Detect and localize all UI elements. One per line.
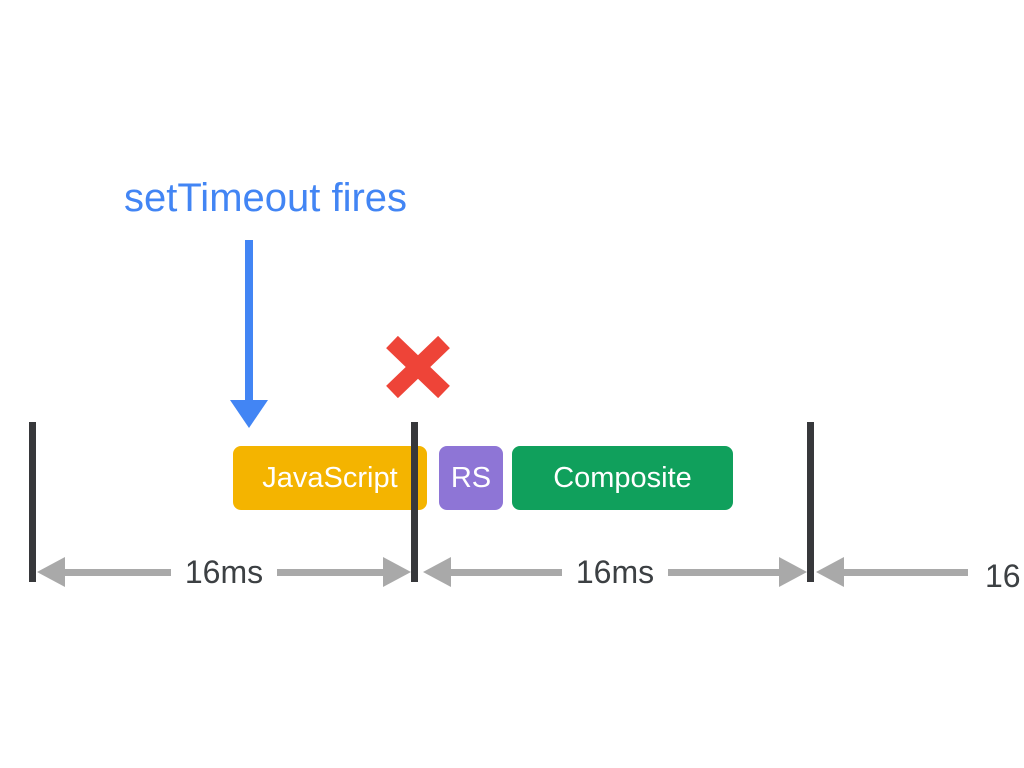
x-mark-stroke-2 bbox=[386, 336, 450, 398]
measure-label-3: 16 bbox=[985, 560, 1021, 591]
down-arrow-head bbox=[230, 400, 268, 428]
measure-line bbox=[277, 568, 383, 576]
measure-line bbox=[65, 568, 171, 576]
measure-line bbox=[844, 568, 968, 576]
frame-boundary-tick-3 bbox=[807, 422, 814, 582]
frame-boundary-tick-1 bbox=[29, 422, 36, 582]
bar-javascript-label: JavaScript bbox=[262, 461, 398, 494]
x-mark-icon bbox=[386, 336, 450, 398]
bar-composite-label: Composite bbox=[553, 461, 692, 494]
settimeout-fires-label: setTimeout fires bbox=[124, 176, 408, 220]
bar-rs: RS bbox=[439, 446, 503, 510]
measure-label-2: 16ms bbox=[575, 553, 655, 590]
down-arrow-shaft bbox=[245, 240, 253, 402]
arrowhead-left-icon bbox=[423, 557, 451, 587]
bar-composite: Composite bbox=[512, 446, 733, 510]
arrowhead-left-icon bbox=[37, 557, 65, 587]
down-arrow-icon bbox=[229, 240, 269, 428]
measure-arrow-frame-1: 16ms bbox=[37, 553, 411, 590]
measure-arrow-frame-2: 16ms bbox=[423, 553, 807, 590]
frame-boundary-tick-2 bbox=[411, 422, 418, 582]
bar-rs-label: RS bbox=[450, 461, 492, 494]
arrowhead-left-icon bbox=[816, 557, 844, 587]
measure-line bbox=[668, 568, 779, 576]
arrowhead-right-icon bbox=[779, 557, 807, 587]
measure-line bbox=[451, 568, 562, 576]
bar-javascript: JavaScript bbox=[233, 446, 427, 510]
arrowhead-right-icon bbox=[383, 557, 411, 587]
measure-label-1: 16ms bbox=[184, 553, 264, 590]
measure-arrow-frame-3 bbox=[816, 555, 968, 589]
